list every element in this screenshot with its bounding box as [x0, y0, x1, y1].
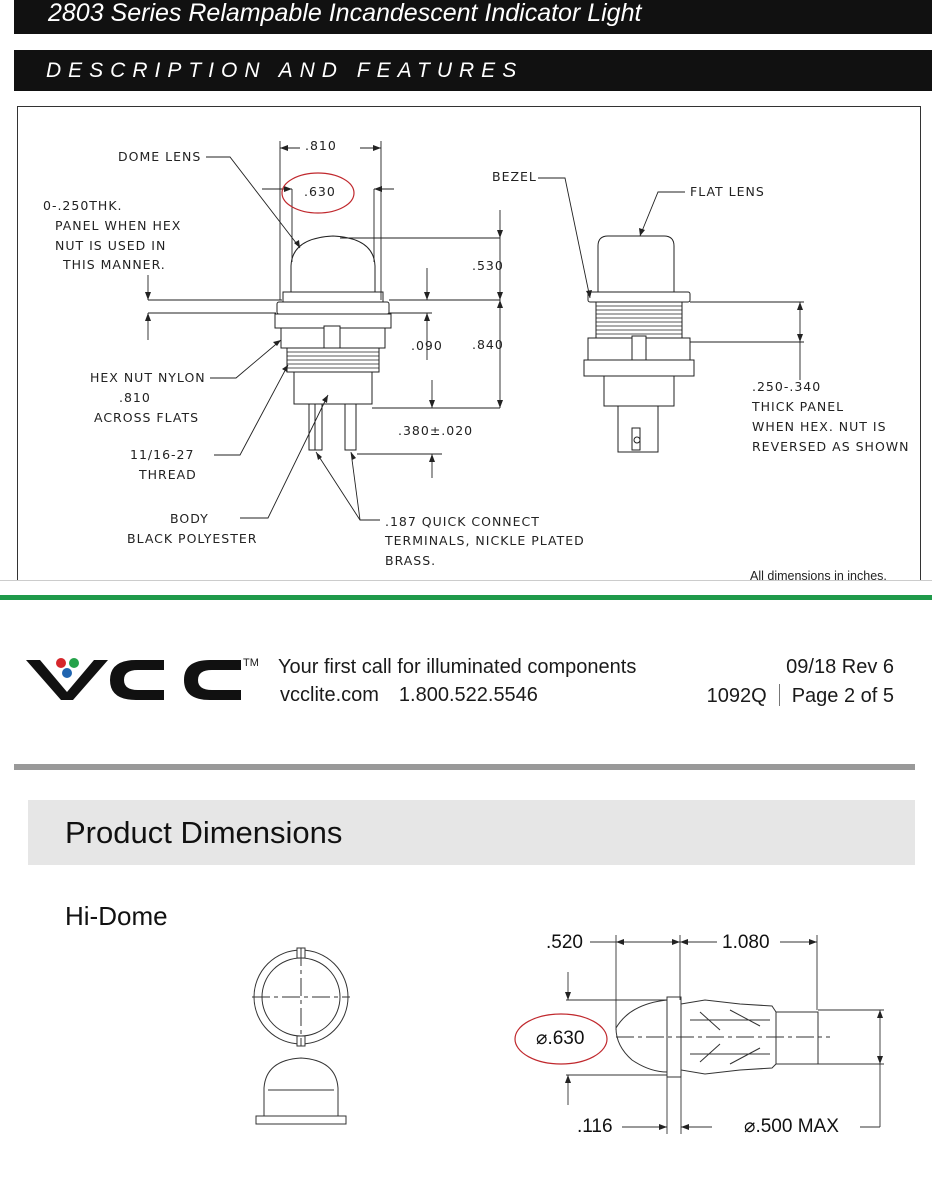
trademark: TM: [243, 657, 259, 669]
label-panel-2: PANEL WHEN HEX: [55, 218, 182, 233]
page-info: 1092Q Page 2 of 5: [707, 684, 894, 708]
dim-520: .520: [546, 932, 583, 953]
hi-dome-heading: Hi-Dome: [65, 901, 168, 931]
label-dome-lens: DOME LENS: [118, 149, 202, 164]
annotation-circle: [281, 172, 355, 214]
label-panel-1: 0-.250THK.: [43, 198, 123, 213]
dim-840: .840: [472, 337, 504, 352]
label-body-2: BLACK POLYESTER: [127, 531, 258, 546]
section-bar: DESCRIPTION AND FEATURES: [14, 50, 932, 91]
gray-divider: [14, 764, 915, 770]
label-thread-1: 11/16-27: [130, 447, 195, 462]
product-dimensions-band: Product Dimensions: [28, 800, 915, 865]
label-terminals-2: TERMINALS, NICKLE PLATED: [385, 533, 585, 548]
dim-090: .090: [411, 338, 443, 353]
flat-lens-light-assembly: [583, 235, 695, 453]
dim-630-diameter: ⌀.630: [536, 1028, 585, 1049]
side-view: [255, 1057, 347, 1125]
page-title: 2803 Series Relampable Incandescent Indi…: [48, 0, 642, 27]
dim-500-max: ⌀.500 MAX: [744, 1116, 839, 1137]
label-terminals-3: BRASS.: [385, 553, 437, 568]
green-divider: [0, 595, 932, 600]
technical-drawing-frame: [17, 106, 921, 597]
front-view: [252, 947, 350, 1047]
dim-630: .630: [304, 184, 336, 199]
dim-810: .810: [305, 138, 337, 153]
contact-line: vcclite.com 1.800.522.5546: [280, 684, 538, 707]
label-body-1: BODY: [170, 511, 209, 526]
dimensions-note: All dimensions in inches.: [750, 569, 887, 583]
label-terminals-1: .187 QUICK CONNECT: [385, 514, 540, 529]
vcc-logo: [26, 658, 241, 700]
label-thread-2: THREAD: [139, 467, 197, 482]
website-link[interactable]: vcclite.com: [280, 684, 379, 706]
dim-1080: 1.080: [722, 932, 770, 953]
page-number: Page 2 of 5: [791, 685, 894, 707]
label-thick-4: REVERSED AS SHOWN: [752, 439, 910, 454]
dim-530: .530: [472, 258, 504, 273]
product-dimensions-title: Product Dimensions: [65, 815, 343, 850]
label-thick-1: .250-.340: [752, 379, 822, 394]
label-hex-nut-2: .810: [119, 390, 151, 405]
dome-light-assembly: [274, 235, 392, 451]
technical-drawing: [145, 141, 804, 521]
dim-380: .380±.020: [398, 423, 474, 438]
label-thick-3: WHEN HEX. NUT IS: [752, 419, 887, 434]
label-hex-nut-1: HEX NUT NYLON: [90, 370, 206, 385]
label-bezel: BEZEL: [492, 169, 537, 184]
annotation-circle-2: [514, 1013, 608, 1065]
revision: 09/18 Rev 6: [786, 656, 894, 678]
label-thick-2: THICK PANEL: [752, 399, 845, 414]
profile-view: [615, 996, 830, 1078]
section-title: DESCRIPTION AND FEATURES: [46, 59, 524, 82]
header-title-bar: 2803 Series Relampable Incandescent Indi…: [14, 0, 932, 34]
tagline: Your first call for illuminated componen…: [278, 656, 637, 678]
label-flat-lens: FLAT LENS: [690, 184, 765, 199]
label-panel-3: NUT IS USED IN: [55, 238, 167, 253]
phone-number: 1.800.522.5546: [398, 684, 538, 706]
label-hex-nut-3: ACROSS FLATS: [94, 410, 200, 425]
doc-number: 1092Q: [706, 685, 767, 707]
separator: [778, 684, 780, 706]
label-panel-4: THIS MANNER.: [63, 257, 166, 272]
page-break: [0, 580, 932, 595]
dim-116: .116: [577, 1116, 613, 1137]
